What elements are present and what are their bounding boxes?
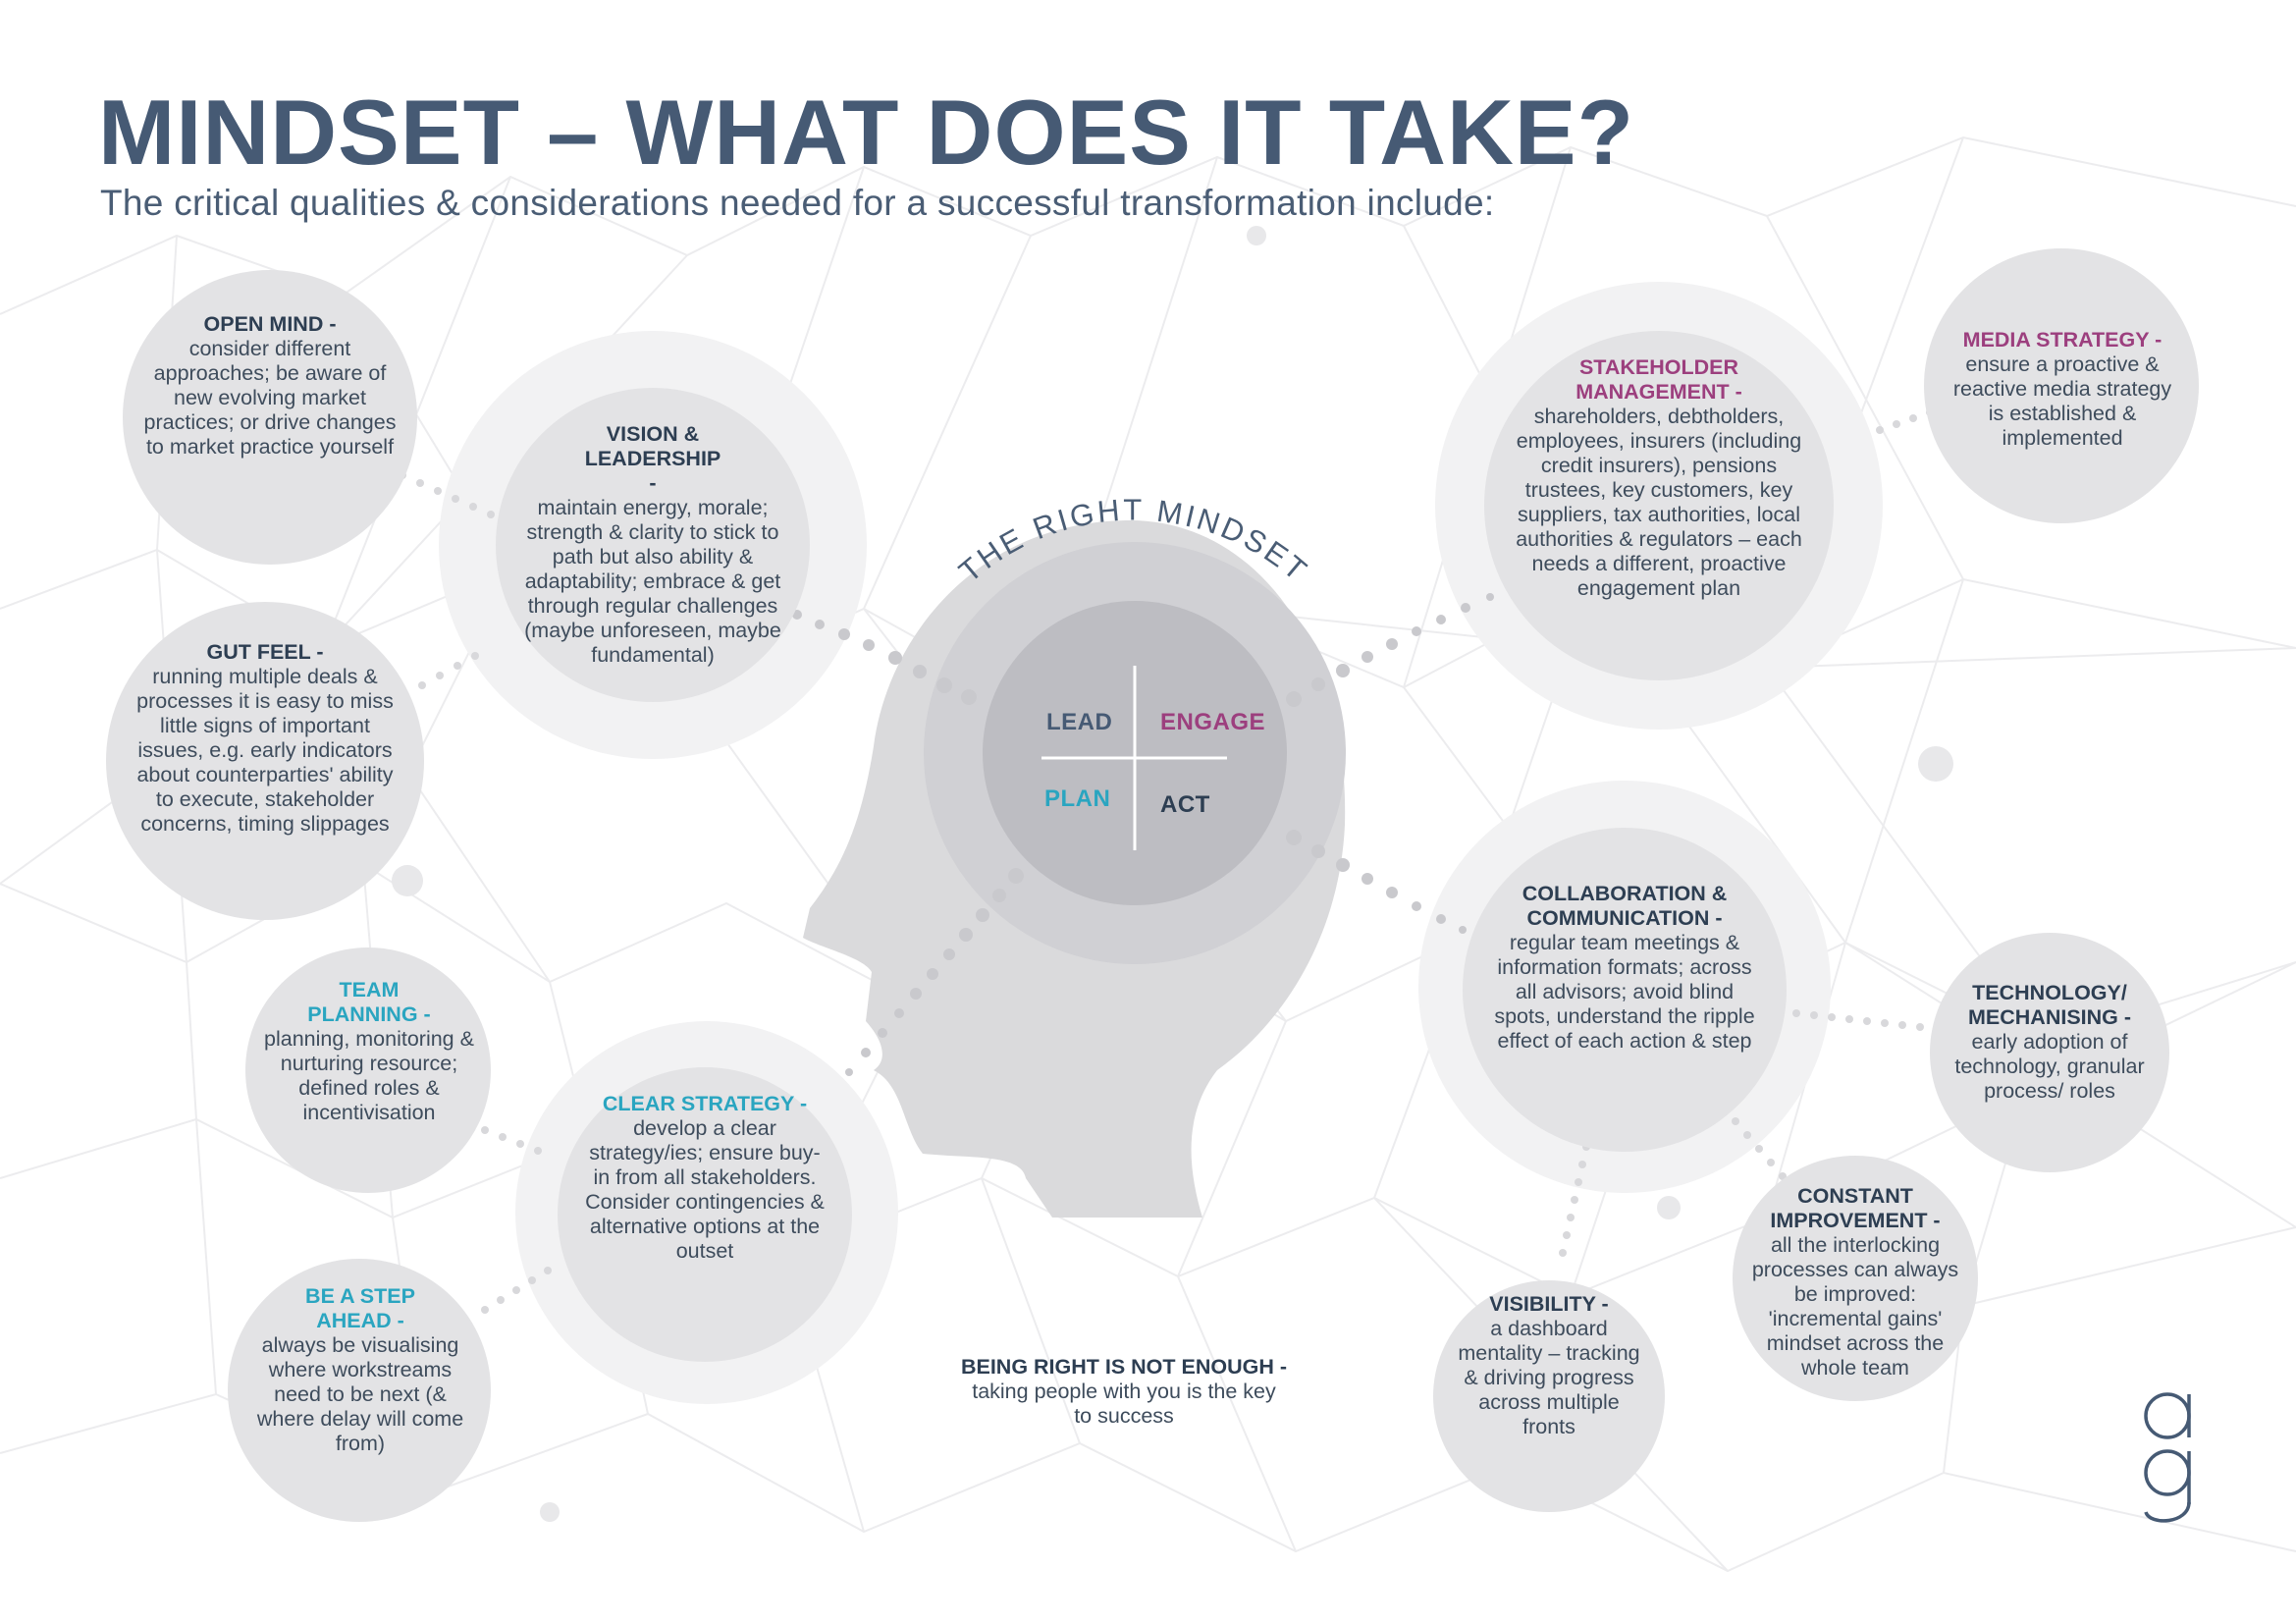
quality-heading: TEAM PLANNING - (307, 978, 431, 1026)
quality-body: maintain energy, morale; strength & clar… (524, 496, 781, 667)
quality-heading: BE A STEP AHEAD - (305, 1284, 415, 1332)
quality-heading: CONSTANT IMPROVEMENT - (1770, 1184, 1941, 1232)
quality-heading: VISIBILITY - (1489, 1292, 1609, 1316)
quadrant-lead: LEAD (1046, 709, 1113, 735)
quality-body: develop a clear strategy/ies; ensure buy… (585, 1116, 825, 1263)
quality-heading: COLLABORATION & COMMUNICATION - (1522, 882, 1728, 930)
quality-body: consider different approaches; be aware … (143, 337, 397, 459)
bubble-improvement (1733, 1156, 1978, 1401)
quality-open-mind: OPEN MIND - consider different approache… (142, 312, 398, 460)
quality-step-ahead: BE A STEP AHEAD - always be visualising … (249, 1284, 471, 1456)
closing-statement: BEING RIGHT IS NOT ENOUGH - taking peopl… (913, 1355, 1335, 1429)
quality-body: ensure a proactive & reactive media stra… (1952, 352, 2172, 450)
quadrant-plan: PLAN (1044, 785, 1111, 812)
bubble-stakeholder (1484, 331, 1834, 680)
bubble-clear-strategy (558, 1067, 852, 1362)
closing-heading: BEING RIGHT IS NOT ENOUGH - (960, 1355, 1288, 1379)
quality-body: all the interlocking processes can alway… (1751, 1233, 1959, 1380)
quality-body: shareholders, debtholders, employees, in… (1516, 405, 1802, 600)
quality-team-planning: TEAM PLANNING - planning, monitoring & n… (260, 978, 478, 1125)
quality-bubbles (106, 248, 2199, 1522)
quality-technology-mechanising: TECHNOLOGY/ MECHANISING - early adoption… (1940, 981, 2160, 1104)
quality-clear-strategy: CLEAR STRATEGY - develop a clear strateg… (581, 1092, 828, 1264)
quality-body: running multiple deals & processes it is… (136, 665, 394, 836)
quality-body: regular team meetings & information form… (1494, 931, 1755, 1053)
bubble-vision (496, 388, 810, 702)
quality-visibility: VISIBILITY - a dashboard mentality – tra… (1443, 1292, 1655, 1439)
quadrant-act: ACT (1160, 791, 1210, 818)
page-title: MINDSET – WHAT DOES IT TAKE? (98, 81, 1635, 184)
network-nodes (392, 226, 1953, 1522)
closing-body: taking people with you is the key to suc… (972, 1380, 1276, 1428)
quality-heading: CLEAR STRATEGY - (602, 1092, 808, 1115)
quality-body: a dashboard mentality – tracking & drivi… (1458, 1317, 1640, 1438)
quality-heading: GUT FEEL - (206, 640, 324, 664)
bubble-media (1924, 248, 2199, 523)
bubble-step-ahead (228, 1259, 491, 1522)
quality-heading: TECHNOLOGY/ MECHANISING - (1967, 981, 2132, 1029)
connector-dots (792, 593, 1494, 1076)
quadrant-engage: ENGAGE (1160, 709, 1266, 735)
quality-media-strategy: MEDIA STRATEGY - ensure a proactive & re… (1934, 328, 2191, 451)
quality-gut-feel: GUT FEEL - running multiple deals & proc… (130, 640, 400, 837)
bubble-technology (1930, 933, 2169, 1172)
quality-vision-leadership: VISION & LEADERSHIP - maintain energy, m… (520, 422, 785, 668)
quality-body: always be visualising where workstreams … (256, 1333, 464, 1455)
ag-logo (2144, 1392, 2191, 1523)
bubble-open-mind (123, 270, 417, 565)
quality-constant-improvement: CONSTANT IMPROVEMENT - all the interlock… (1737, 1184, 1973, 1380)
quality-heading: OPEN MIND - (203, 312, 337, 336)
quality-collaboration-communication: COLLABORATION & COMMUNICATION - regular … (1494, 882, 1755, 1054)
quality-heading: VISION & LEADERSHIP - (584, 422, 721, 495)
bubble-team-planning (245, 947, 491, 1193)
quality-body: early adoption of technology, granular p… (1954, 1030, 2145, 1103)
quality-heading: STAKEHOLDER MANAGEMENT - (1575, 355, 1742, 404)
bubble-gut-feel (106, 602, 424, 920)
page-subtitle: The critical qualities & considerations … (100, 183, 1495, 223)
quality-body: planning, monitoring & nurturing resourc… (264, 1027, 474, 1124)
quality-heading: MEDIA STRATEGY - (1962, 328, 2163, 352)
quality-stakeholder-management: STAKEHOLDER MANAGEMENT - shareholders, d… (1512, 355, 1806, 601)
bubble-collaboration (1463, 828, 1787, 1152)
bubble-visibility (1433, 1280, 1665, 1512)
